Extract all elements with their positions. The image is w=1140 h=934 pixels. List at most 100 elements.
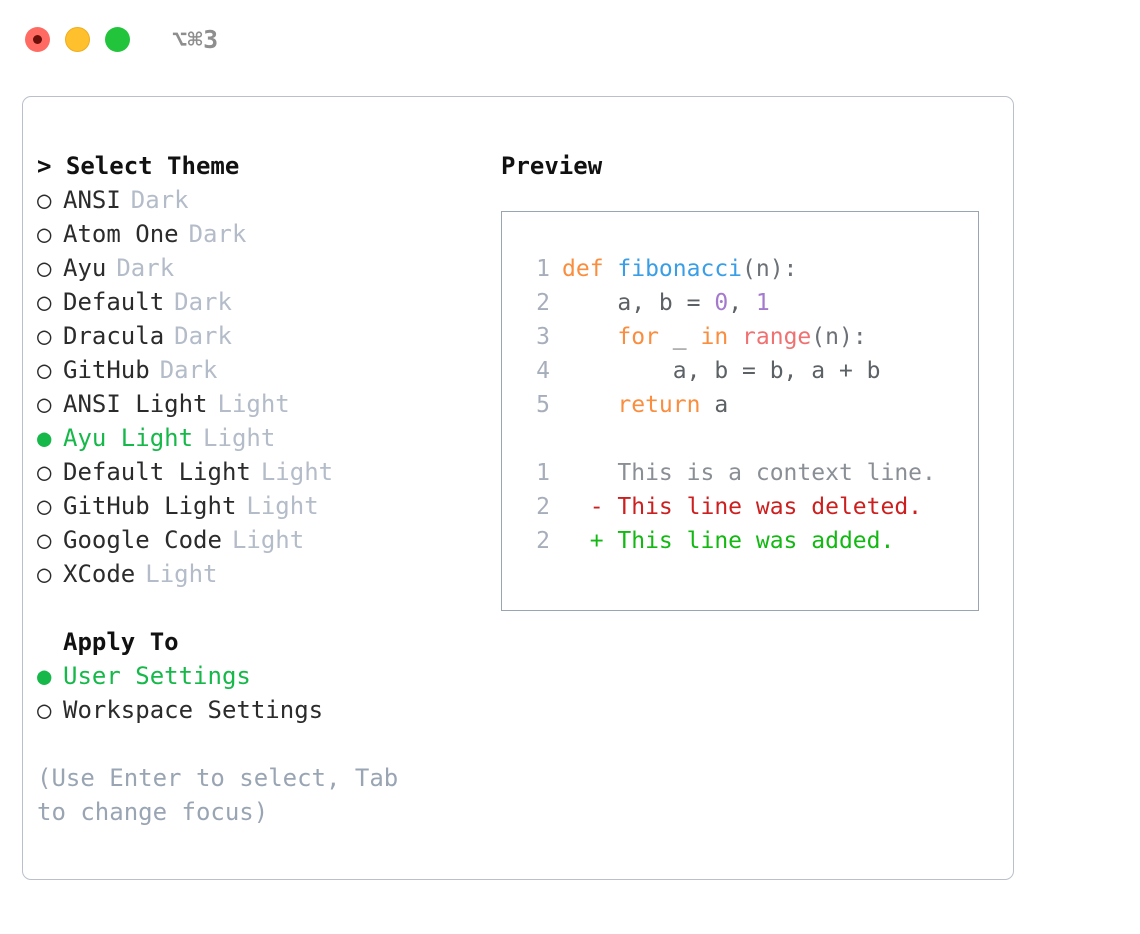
radio-unselected-icon: ○ (37, 356, 52, 384)
diff-line-del: 2 - This line was deleted. (516, 490, 978, 524)
theme-option-label: GitHub (63, 356, 150, 384)
code-line-content: a, b = 0, 1 (562, 286, 770, 320)
code-line-content: return a (562, 388, 728, 422)
radio-unselected-icon: ○ (37, 458, 52, 486)
theme-option-ansi[interactable]: ○ ANSI Dark (37, 183, 507, 217)
theme-variant-tag: Light (231, 526, 305, 554)
theme-option-label: Ayu (63, 254, 107, 282)
maximize-window-icon[interactable] (105, 26, 130, 52)
radio-unselected-icon: ○ (37, 560, 52, 588)
code-line-number: 3 (536, 324, 550, 350)
apply-to-option-user-settings[interactable]: ● User Settings (37, 659, 507, 693)
radio-selected-icon: ● (37, 662, 52, 690)
diff-line-number: 1 (536, 460, 550, 486)
theme-option-label: Dracula (63, 322, 165, 350)
theme-option-github[interactable]: ○ GitHub Dark (37, 353, 507, 387)
apply-to-heading-row: ○ Apply To (37, 625, 507, 659)
code-token-punc: (n): (811, 324, 867, 350)
diff-line-ctx: 1 This is a context line. (516, 456, 978, 490)
code-line-number: 1 (536, 256, 550, 282)
diff-line-number: 2 (536, 528, 550, 554)
minimize-window-icon[interactable] (65, 26, 90, 52)
code-token-txt (562, 324, 617, 350)
preview-divider-spacer (516, 422, 978, 456)
code-line-content: for _ in range(n): (562, 320, 867, 354)
apply-to-heading-marker-spacer: ○ (37, 625, 63, 659)
radio-unselected-icon: ○ (37, 186, 52, 214)
keyboard-shortcut-label: ⌥⌘3 (172, 24, 219, 54)
apply-to-option-label: Workspace Settings (63, 696, 324, 724)
theme-option-xcode[interactable]: ○ XCode Light (37, 557, 507, 591)
code-token-txt (562, 392, 617, 418)
code-line-content: def fibonacci(n): (562, 252, 797, 286)
theme-variant-tag: Light (145, 560, 218, 588)
theme-option-label: ANSI (63, 186, 121, 214)
code-token-txt: , (728, 290, 756, 316)
theme-option-label: GitHub Light (63, 492, 237, 520)
theme-option-label: Default (63, 288, 165, 316)
code-token-num: 0 (714, 290, 729, 316)
code-line: 3 for _ in range(n): (516, 320, 978, 354)
close-window-icon[interactable] (25, 26, 50, 52)
theme-variant-tag: Dark (130, 186, 189, 214)
radio-unselected-icon: ○ (37, 220, 52, 248)
code-token-kw: return (617, 392, 701, 418)
theme-option-label: XCode (63, 560, 136, 588)
theme-option-default-light[interactable]: ○ Default Light Light (37, 455, 507, 489)
close-window-inner-dot (33, 34, 42, 44)
theme-option-ayu-light[interactable]: ● Ayu Light Light (37, 421, 507, 455)
code-line-number: 5 (536, 392, 550, 418)
code-token-txt: a (700, 392, 729, 418)
radio-unselected-icon: ○ (37, 696, 52, 724)
theme-variant-tag: Dark (159, 356, 218, 384)
radio-unselected-icon: ○ (37, 254, 52, 282)
window-titlebar: ⌥⌘3 (0, 0, 1140, 78)
theme-option-label: Default Light (63, 458, 251, 486)
radio-unselected-icon: ○ (37, 322, 52, 350)
code-token-num: 1 (755, 290, 770, 316)
code-line-content: a, b = b, a + b (562, 354, 881, 388)
code-token-punc: (n): (742, 256, 798, 282)
code-line-number: 4 (536, 358, 550, 384)
code-token-txt: a, b = b, a + b (562, 358, 881, 384)
code-token-txt: _ (658, 324, 701, 350)
theme-variant-tag: Dark (174, 322, 232, 350)
theme-option-dracula[interactable]: ○ Dracula Dark (37, 319, 507, 353)
radio-unselected-icon: ○ (37, 492, 52, 520)
theme-option-ayu[interactable]: ○ Ayu Dark (37, 251, 507, 285)
theme-variant-tag: Dark (116, 254, 175, 282)
radio-unselected-icon: ○ (37, 288, 52, 316)
theme-option-label: Ayu Light (63, 424, 194, 452)
radio-unselected-icon: ○ (37, 390, 52, 418)
diff-sample: 1 This is a context line.2 - This line w… (516, 456, 978, 558)
diff-line-number: 2 (536, 494, 550, 520)
diff-line-content: This is a context line. (562, 460, 936, 486)
theme-variant-tag: Light (203, 424, 276, 452)
theme-variant-tag: Dark (188, 220, 247, 248)
theme-variant-tag: Light (260, 458, 334, 486)
diff-line-add: 2 + This line was added. (516, 524, 978, 558)
radio-selected-icon: ● (37, 424, 52, 452)
select-theme-heading: > Select Theme (37, 152, 240, 180)
code-token-call: range (742, 324, 812, 350)
diff-line-content: + This line was added. (562, 528, 895, 554)
apply-to-heading: Apply To (63, 628, 179, 656)
code-line-number: 2 (536, 290, 550, 316)
apply-to-option-label: User Settings (63, 662, 251, 690)
apply-to-option-workspace-settings[interactable]: ○ Workspace Settings (37, 693, 507, 727)
keyboard-hint: (Use Enter to select, Tab to change focu… (37, 764, 399, 826)
radio-unselected-icon: ○ (37, 526, 52, 554)
apply-to-list[interactable]: ● User Settings ○ Workspace Settings (37, 659, 507, 727)
code-token-kw: def (562, 256, 618, 282)
code-token-txt (728, 324, 742, 350)
